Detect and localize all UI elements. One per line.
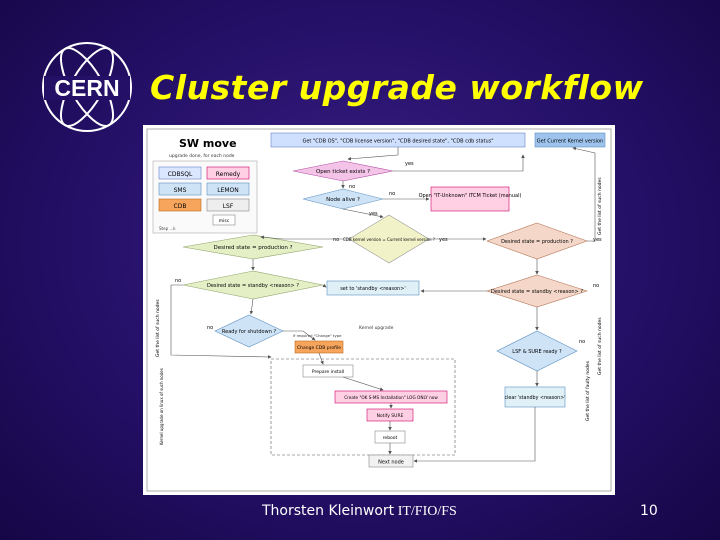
- svg-text:no: no: [333, 237, 339, 243]
- svg-text:Prepare install: Prepare install: [312, 369, 344, 375]
- svg-text:no: no: [175, 278, 181, 284]
- legend: CDBSQL Remedy SMS LEMON CDB LSF misc Ste…: [152, 160, 258, 234]
- svg-text:Get the list of faulty nodes: Get the list of faulty nodes: [585, 360, 591, 421]
- svg-text:Get Current Kernel version: Get Current Kernel version: [537, 139, 603, 145]
- diagram-frame: [146, 128, 612, 492]
- svg-text:LSF: LSF: [223, 203, 234, 210]
- svg-text:CDB: CDB: [174, 203, 187, 210]
- svg-text:Open ticket exists ?: Open ticket exists ?: [316, 169, 370, 175]
- legend-cdbsql: [158, 166, 202, 180]
- svg-text:if required "Change" type: if required "Change" type: [293, 333, 342, 338]
- diagram-subheading: upgrade done, for each node: [169, 153, 235, 159]
- svg-text:clear 'standby <reason>': clear 'standby <reason>': [504, 395, 565, 401]
- workflow-diagram: SW move upgrade done, for each node CDBS…: [143, 125, 615, 495]
- svg-text:SMS: SMS: [174, 187, 187, 194]
- svg-text:Get the list of such nodes: Get the list of such nodes: [155, 299, 161, 357]
- svg-text:yes: yes: [405, 161, 414, 167]
- footer-author: Thorsten Kleinwort: [262, 503, 395, 519]
- svg-text:Change CDB profile: Change CDB profile: [297, 345, 341, 351]
- svg-text:Desired state = standby <reaso: Desired state = standby <reason> ?: [207, 283, 299, 289]
- diagram-heading: SW move: [179, 137, 237, 150]
- install-region: [270, 358, 456, 456]
- svg-text:Kernel upgrade: Kernel upgrade: [359, 325, 394, 331]
- svg-text:LEMON: LEMON: [217, 187, 239, 194]
- legend-sms: [158, 182, 202, 196]
- set-standby-box: [326, 280, 420, 296]
- svg-text:Get the list of such nodes: Get the list of such nodes: [597, 317, 603, 375]
- svg-text:Kernel upgrade on linux of suc: Kernel upgrade on linux of such nodes: [159, 368, 164, 445]
- svg-text:no: no: [593, 283, 599, 289]
- svg-text:yes: yes: [593, 237, 602, 243]
- svg-text:Desired state = standby <reaso: Desired state = standby <reason> ?: [491, 289, 583, 295]
- svg-text:Get the list of such nodes: Get the list of such nodes: [597, 177, 603, 235]
- svg-text:Open "IT-Unknown" ITCM Ticket: Open "IT-Unknown" ITCM Ticket (manual): [419, 193, 522, 199]
- svg-text:yes: yes: [439, 237, 448, 243]
- next-node-box: [368, 454, 414, 468]
- legend-lsf: [206, 198, 250, 212]
- svg-text:CDBSQL: CDBSQL: [168, 171, 193, 178]
- footer-group: IT/FIO/FS: [394, 504, 457, 519]
- legend-note: Step ...k: [159, 226, 176, 231]
- prepare-install-box: [302, 364, 354, 378]
- svg-text:LSF & SURE ready ?: LSF & SURE ready ?: [512, 349, 562, 355]
- svg-text:Desired state = production ?: Desired state = production ?: [213, 245, 292, 251]
- svg-text:set to 'standby <reason>': set to 'standby <reason>': [340, 286, 406, 292]
- svg-text:yes: yes: [369, 211, 378, 217]
- connectors: [170, 146, 596, 463]
- open-remedy-box: [430, 186, 510, 212]
- legend-remedy: [206, 166, 250, 180]
- svg-text:no: no: [579, 339, 585, 345]
- page-number: 10: [640, 503, 658, 519]
- svg-text:Node alive ?: Node alive ?: [326, 197, 360, 203]
- ready-shutdown-decision: [214, 314, 284, 348]
- svg-text:Notify SURE: Notify SURE: [377, 413, 404, 419]
- footer: Thorsten Kleinwort IT/FIO/FS: [262, 503, 457, 520]
- legend-cdb: [158, 198, 202, 212]
- svg-text:Desired state = production ?: Desired state = production ?: [501, 239, 573, 245]
- svg-text:Ready for shutdown ?: Ready for shutdown ?: [222, 329, 277, 335]
- slide-title: Cluster upgrade workflow: [150, 68, 644, 107]
- svg-text:Next node: Next node: [378, 460, 404, 466]
- svg-text:Remedy: Remedy: [216, 171, 241, 178]
- svg-text:no: no: [349, 184, 355, 190]
- legend-misc: [212, 214, 236, 226]
- svg-text:reboot: reboot: [383, 435, 398, 441]
- svg-text:Create "OK S-MS Installation": Create "OK S-MS Installation" LOG ONLY n…: [344, 395, 438, 400]
- cdb-kernel-decision: [348, 214, 430, 264]
- svg-text:misc: misc: [219, 218, 230, 224]
- get-current-box: [534, 132, 606, 148]
- legend-lemon: [206, 182, 250, 196]
- svg-text:CDB kernel version = Current k: CDB kernel version = Current kernel vers…: [343, 237, 435, 242]
- svg-text:no: no: [207, 325, 213, 331]
- cern-logo: CERN: [42, 42, 132, 132]
- cern-logo-text: CERN: [54, 75, 119, 101]
- svg-text:Get "CDB OS", "CDB license ver: Get "CDB OS", "CDB license version", "CD…: [302, 139, 493, 145]
- svg-text:no: no: [389, 191, 395, 197]
